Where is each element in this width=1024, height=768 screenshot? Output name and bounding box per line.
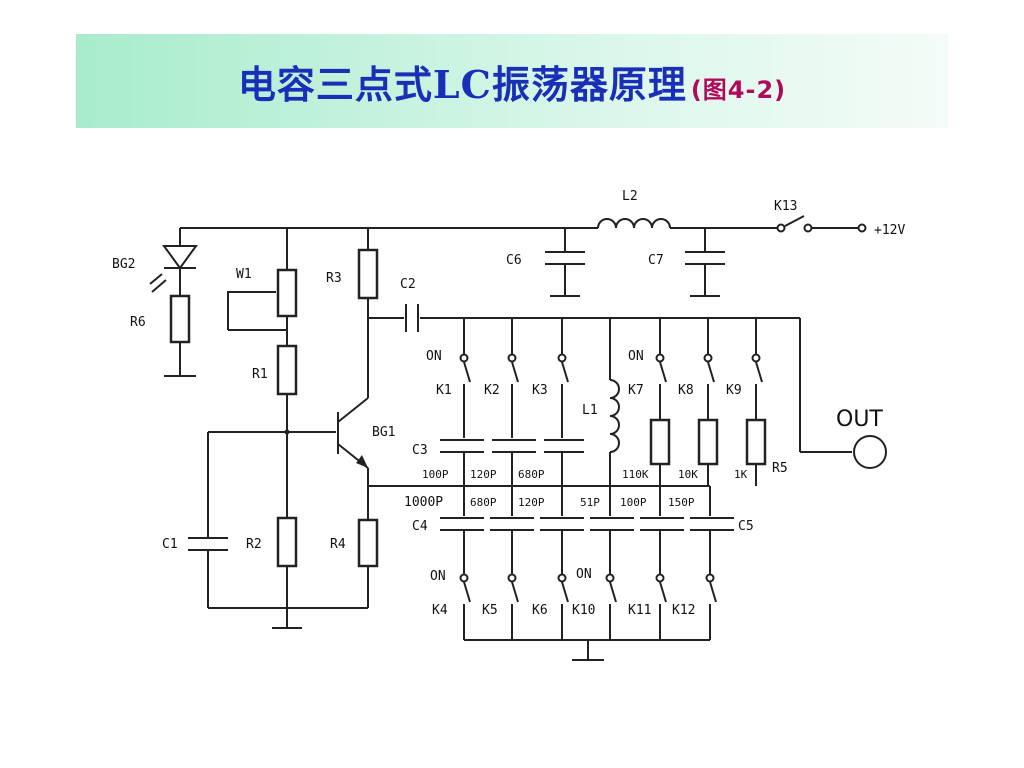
k2-terminal	[507, 353, 517, 363]
r1-resistor	[276, 344, 298, 396]
k5-label: K5	[482, 603, 498, 618]
on-label-bottom-left: ON	[430, 569, 446, 584]
k13-label: K13	[774, 199, 797, 214]
l1-inductor	[609, 379, 620, 453]
c5-value-51p: 51P	[580, 496, 600, 509]
on-label-bottom-mid: ON	[576, 567, 592, 582]
k9-label: K9	[726, 383, 742, 398]
c7-label: C7	[648, 253, 664, 268]
r5-label: R5	[772, 461, 788, 476]
c6-label: C6	[506, 253, 522, 268]
r6-label: R6	[130, 315, 146, 330]
bias-junction	[284, 429, 290, 435]
r4-label: R4	[330, 537, 346, 552]
c3-capacitor-bank	[440, 439, 584, 486]
c3-value-680p: 680P	[518, 468, 545, 481]
r5-resistor-110k	[649, 418, 671, 466]
r5-value-10k: 10K	[678, 468, 698, 481]
r2-resistor	[276, 516, 298, 568]
k3-terminal	[557, 353, 567, 363]
k12-switch[interactable]	[709, 581, 717, 603]
out-label: OUT	[836, 407, 883, 432]
c4-c5-capacitor-bank	[440, 486, 736, 531]
r5-resistor-1k	[745, 418, 767, 466]
k12-label: K12	[672, 603, 695, 618]
bg2-photodiode-icon	[162, 245, 198, 270]
k3-switch[interactable]	[561, 361, 569, 383]
k2-switch[interactable]	[511, 361, 519, 383]
k6-label: K6	[532, 603, 548, 618]
r6-resistor	[169, 294, 191, 344]
r5-resistor-10k	[697, 418, 719, 466]
k1-k3-switch-group	[459, 318, 569, 438]
k5-switch[interactable]	[511, 581, 519, 603]
r2-label: R2	[246, 537, 262, 552]
out-terminal[interactable]	[853, 435, 887, 469]
k13-left-terminal	[776, 223, 786, 233]
r4-resistor	[357, 518, 379, 568]
k2-label: K2	[484, 383, 500, 398]
k1-terminal	[459, 353, 469, 363]
c3-value-120p: 120P	[470, 468, 497, 481]
k4-label: K4	[432, 603, 448, 618]
k13-switch-blade	[784, 215, 805, 227]
supply-terminal	[857, 223, 867, 233]
c5-value-100p: 100P	[620, 496, 647, 509]
bg1-emitter-arrow-icon	[356, 455, 368, 468]
c4-label: C4	[412, 519, 428, 534]
c5-value-150p: 150P	[668, 496, 695, 509]
bg1-collector	[337, 397, 369, 423]
bg1-label: BG1	[372, 425, 395, 440]
bg2-label: BG2	[112, 257, 135, 272]
r3-label: R3	[326, 271, 342, 286]
k7-k9-switch-group	[655, 318, 763, 420]
k9-switch[interactable]	[755, 361, 763, 383]
w1-label: W1	[236, 267, 252, 282]
c4-value-680p: 680P	[470, 496, 497, 509]
l2-label: L2	[622, 189, 638, 204]
k10-switch[interactable]	[609, 581, 617, 603]
on-label-top-left: ON	[426, 349, 442, 364]
title-main: 电容三点式LC振荡器原理	[237, 61, 687, 107]
k1-label: K1	[436, 383, 452, 398]
title-subtitle: (图4-2)	[690, 75, 787, 104]
r3-resistor	[357, 248, 379, 300]
supply-label: +12V	[874, 223, 905, 238]
r1-label: R1	[252, 367, 268, 382]
c3-value-100p: 100P	[422, 468, 449, 481]
c1-label: C1	[162, 537, 178, 552]
k1-switch[interactable]	[463, 361, 471, 383]
l2-inductor	[597, 218, 671, 229]
k11-switch[interactable]	[659, 581, 667, 603]
c2-label: C2	[400, 277, 416, 292]
light-arrow-icon-2	[149, 273, 163, 285]
k13-right-terminal	[803, 223, 813, 233]
k8-label: K8	[678, 383, 694, 398]
r5-resistor-bank	[649, 418, 767, 486]
w1-wiper	[227, 291, 276, 330]
page-title: 电容三点式LC振荡器原理(图4-2)	[238, 54, 786, 109]
k10-label: K10	[572, 603, 595, 618]
k7-label: K7	[628, 383, 644, 398]
k11-label: K11	[628, 603, 651, 618]
c5-label: C5	[738, 519, 754, 534]
title-banner: 电容三点式LC振荡器原理(图4-2)	[76, 34, 948, 128]
k8-switch[interactable]	[707, 361, 715, 383]
k7-switch[interactable]	[659, 361, 667, 383]
k3-label: K3	[532, 383, 548, 398]
c4-value-120p: 120P	[518, 496, 545, 509]
r5-value-1k: 1K	[734, 468, 748, 481]
light-arrow-icon	[151, 279, 167, 293]
c4-value-1000p: 1000P	[404, 495, 443, 510]
k6-switch[interactable]	[561, 581, 569, 603]
l1-label: L1	[582, 403, 598, 418]
c3-label: C3	[412, 443, 428, 458]
r5-value-110k: 110K	[622, 468, 649, 481]
w1-potentiometer	[276, 268, 298, 318]
on-label-top-right: ON	[628, 349, 644, 364]
bottom-switch-group	[459, 530, 717, 661]
k4-switch[interactable]	[463, 581, 471, 603]
